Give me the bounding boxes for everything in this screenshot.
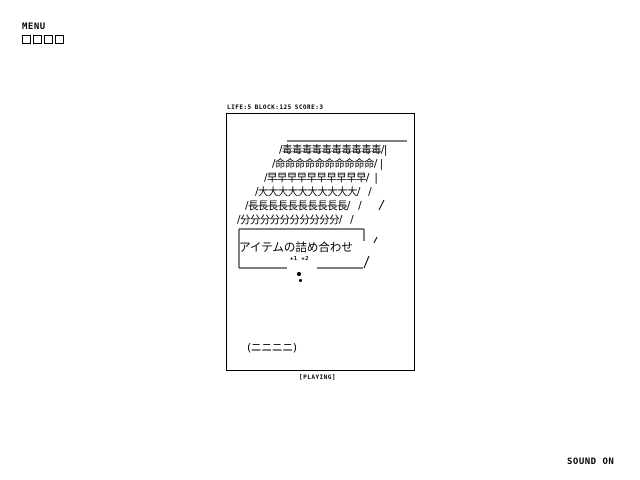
block-row-1: /毒毒毒毒毒毒毒毒毒毒/| [279,144,387,156]
block-row-5: /長長長長長長長長長長/ / [245,200,362,212]
menu-slot-2[interactable] [33,35,42,44]
paddle[interactable]: (ニニニニ) [247,341,297,354]
life-counter: LIFE:5 [227,104,252,111]
block-row-2: /命命命命命命命命命命/ | [272,158,383,170]
menu-slot-3[interactable] [44,35,53,44]
ball-2 [299,279,302,282]
menu-slot-1[interactable] [22,35,31,44]
block-row-3: /早早早早早早早早早早/ | [264,172,378,184]
game-status: [PLAYING] [299,374,337,381]
menu-slots[interactable] [22,35,64,44]
block-row-6: /分分分分分分分分分分/ / [237,214,354,226]
menu-slot-4[interactable] [55,35,64,44]
side-slash-2 [378,199,385,211]
ball-1 [297,272,301,276]
block-counter: BLOCK:125 [254,104,292,111]
bonus-indicator: +1 +2 [290,256,310,262]
item-pack-label: アイテムの詰め合わせ [239,240,353,254]
sound-toggle[interactable]: SOUND ON [567,457,615,467]
game-canvas[interactable]: /毒毒毒毒毒毒毒毒毒毒/| /命命命命命命命命命命/ | /早早早早早早早早早早… [226,113,415,371]
score-counter: SCORE:3 [294,104,324,111]
side-slash-1 [373,236,378,244]
stage-outline [238,140,407,269]
menu-button[interactable]: MENU [22,22,46,32]
item-box-corner [363,255,370,269]
block-row-4: /大大大大大大大大大大/ / [255,186,372,198]
